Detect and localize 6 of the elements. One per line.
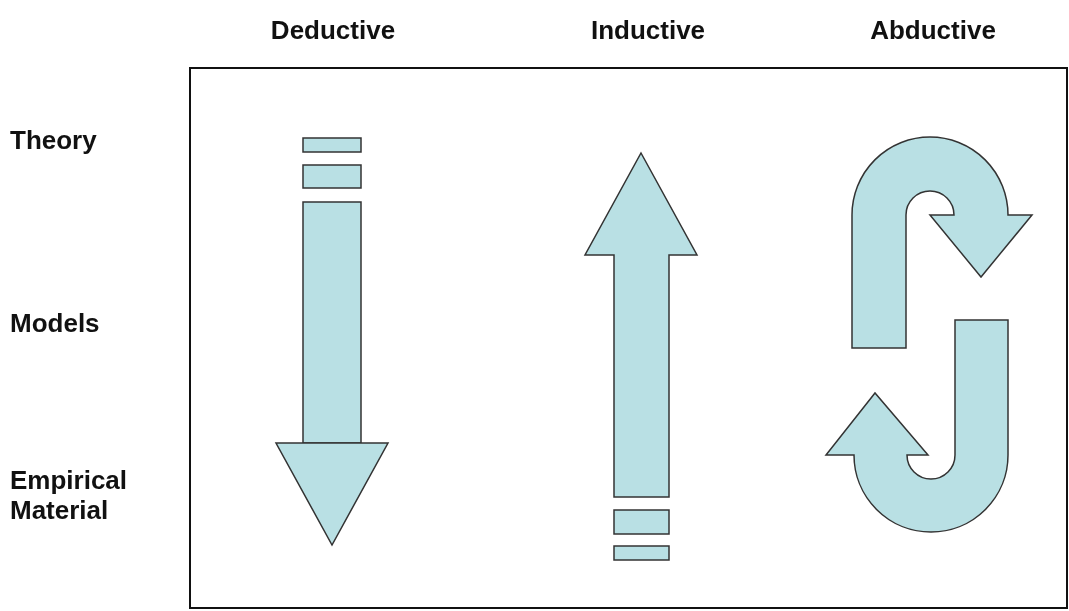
row-label: Theory: [10, 125, 97, 155]
row-label: Models: [10, 308, 100, 338]
column-heading: Deductive: [269, 15, 397, 45]
row-label: Empirical Material: [10, 465, 129, 525]
column-heading: Abductive: [869, 15, 997, 45]
column-heading: Inductive: [589, 15, 707, 45]
